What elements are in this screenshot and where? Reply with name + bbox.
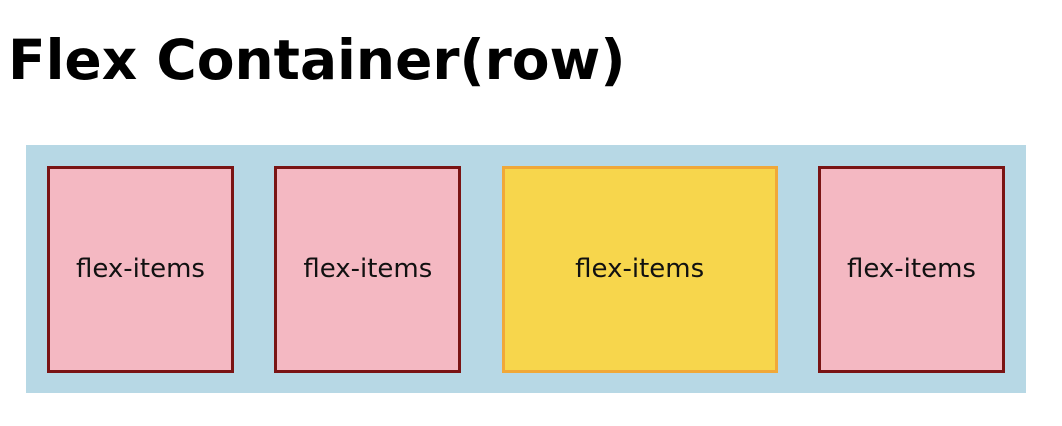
flex-item-label: flex-items bbox=[575, 254, 705, 284]
page-title: Flex Container(row) bbox=[8, 28, 626, 92]
flex-item-1: flex-items bbox=[47, 165, 234, 373]
flex-item-3-highlighted: flex-items bbox=[501, 165, 778, 373]
flex-container: flex-items flex-items flex-items flex-it… bbox=[26, 145, 1026, 393]
flex-item-label: flex-items bbox=[76, 254, 205, 284]
flex-item-4: flex-items bbox=[817, 165, 1005, 373]
flex-item-label: flex-items bbox=[303, 254, 433, 284]
flex-item-label: flex-items bbox=[846, 254, 976, 284]
flex-item-2: flex-items bbox=[274, 165, 462, 373]
